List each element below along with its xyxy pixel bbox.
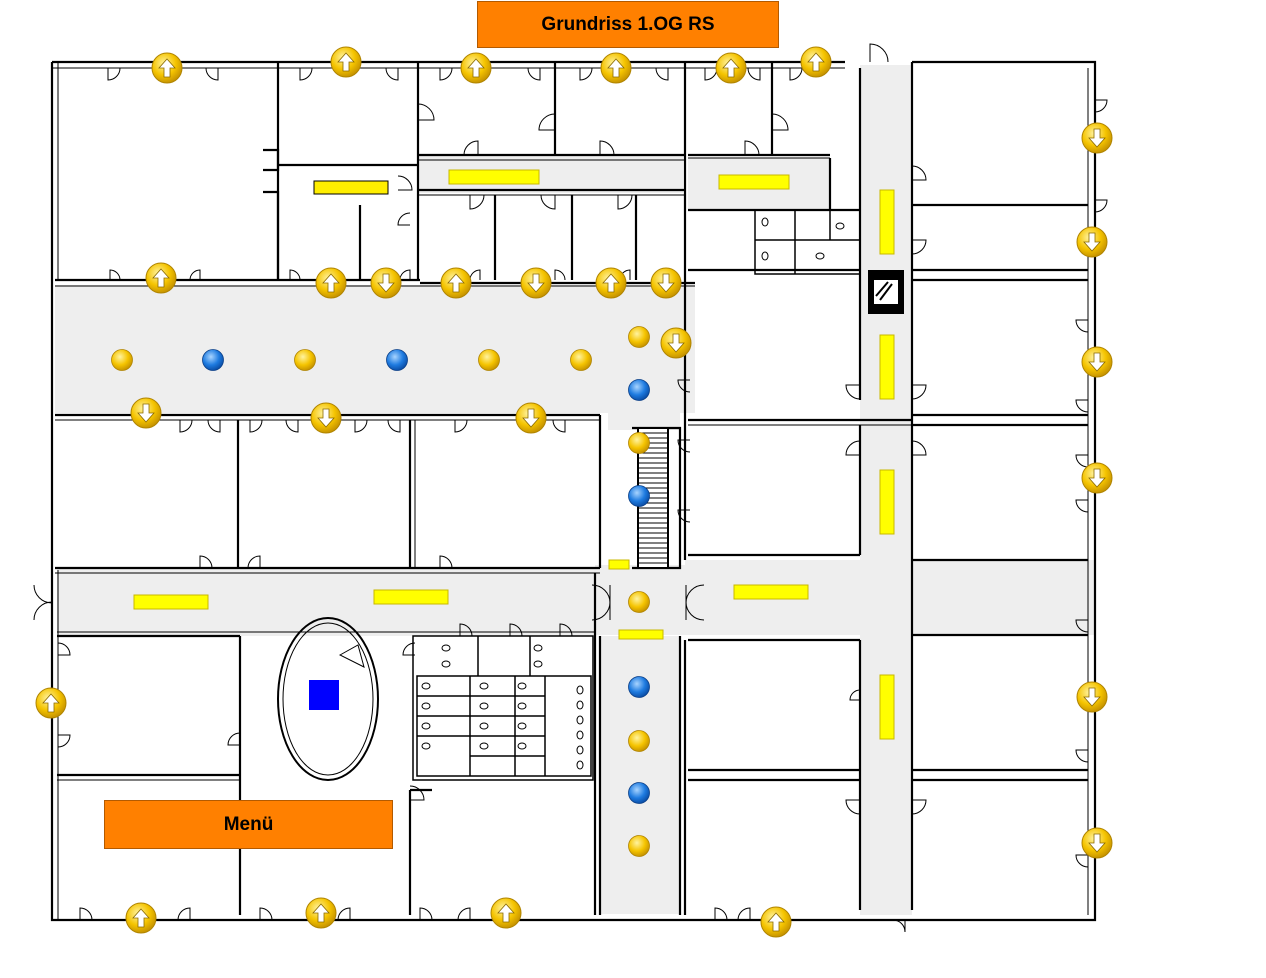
blue-dot-icon[interactable] xyxy=(628,485,650,507)
navigation-arrows xyxy=(35,46,1113,938)
elevator-icon xyxy=(868,270,904,314)
menu-button[interactable]: Menü xyxy=(104,800,393,849)
round-atrium xyxy=(277,617,379,781)
arrow-down-circle-icon[interactable] xyxy=(370,267,402,299)
arrow-up-circle-icon[interactable] xyxy=(440,267,472,299)
arrow-down-circle-icon[interactable] xyxy=(1081,827,1113,859)
arrow-up-circle-icon[interactable] xyxy=(800,46,832,78)
arrow-down-circle-icon[interactable] xyxy=(1076,226,1108,258)
toilet-fixtures xyxy=(421,217,845,770)
arrow-up-circle-icon[interactable] xyxy=(600,52,632,84)
arrow-up-circle-icon[interactable] xyxy=(305,897,337,929)
room-label-strips xyxy=(133,169,895,740)
floor-title-button[interactable]: Grundriss 1.OG RS xyxy=(477,1,779,48)
arrow-up-circle-icon[interactable] xyxy=(315,267,347,299)
arrow-down-circle-icon[interactable] xyxy=(1076,681,1108,713)
arrow-down-circle-icon[interactable] xyxy=(650,267,682,299)
arrow-up-circle-icon[interactable] xyxy=(330,46,362,78)
yellow-dot-icon[interactable] xyxy=(628,591,650,613)
room-markers xyxy=(111,326,650,857)
arrow-down-circle-icon[interactable] xyxy=(1081,346,1113,378)
yellow-dot-icon[interactable] xyxy=(628,326,650,348)
yellow-dot-icon[interactable] xyxy=(628,835,650,857)
arrow-down-circle-icon[interactable] xyxy=(1081,122,1113,154)
arrow-down-circle-icon[interactable] xyxy=(660,327,692,359)
yellow-dot-icon[interactable] xyxy=(570,349,592,371)
blue-dot-icon[interactable] xyxy=(628,676,650,698)
yellow-dot-icon[interactable] xyxy=(478,349,500,371)
arrow-up-circle-icon[interactable] xyxy=(760,906,792,938)
restroom-block xyxy=(412,209,861,781)
corridor-areas xyxy=(55,65,1095,915)
arrow-up-circle-icon[interactable] xyxy=(595,267,627,299)
arrow-down-circle-icon[interactable] xyxy=(1081,462,1113,494)
blue-dot-icon[interactable] xyxy=(628,379,650,401)
arrow-up-circle-icon[interactable] xyxy=(715,52,747,84)
blue-dot-icon[interactable] xyxy=(202,349,224,371)
arrow-up-circle-icon[interactable] xyxy=(460,52,492,84)
arrow-up-circle-icon[interactable] xyxy=(145,262,177,294)
arrow-down-circle-icon[interactable] xyxy=(310,402,342,434)
arrow-up-circle-icon[interactable] xyxy=(490,897,522,929)
arrow-down-circle-icon[interactable] xyxy=(520,267,552,299)
arrow-up-circle-icon[interactable] xyxy=(125,902,157,934)
arrow-up-circle-icon[interactable] xyxy=(151,52,183,84)
door-swings xyxy=(33,43,1108,933)
yellow-dot-icon[interactable] xyxy=(294,349,316,371)
blue-dot-icon[interactable] xyxy=(628,782,650,804)
yellow-dot-icon[interactable] xyxy=(628,432,650,454)
arrow-down-circle-icon[interactable] xyxy=(130,397,162,429)
yellow-dot-icon[interactable] xyxy=(111,349,133,371)
arrow-up-circle-icon[interactable] xyxy=(35,687,67,719)
yellow-dot-icon[interactable] xyxy=(628,730,650,752)
stair-highlight[interactable] xyxy=(309,680,339,710)
arrow-down-circle-icon[interactable] xyxy=(515,402,547,434)
walls xyxy=(50,60,1097,922)
blue-dot-icon[interactable] xyxy=(386,349,408,371)
